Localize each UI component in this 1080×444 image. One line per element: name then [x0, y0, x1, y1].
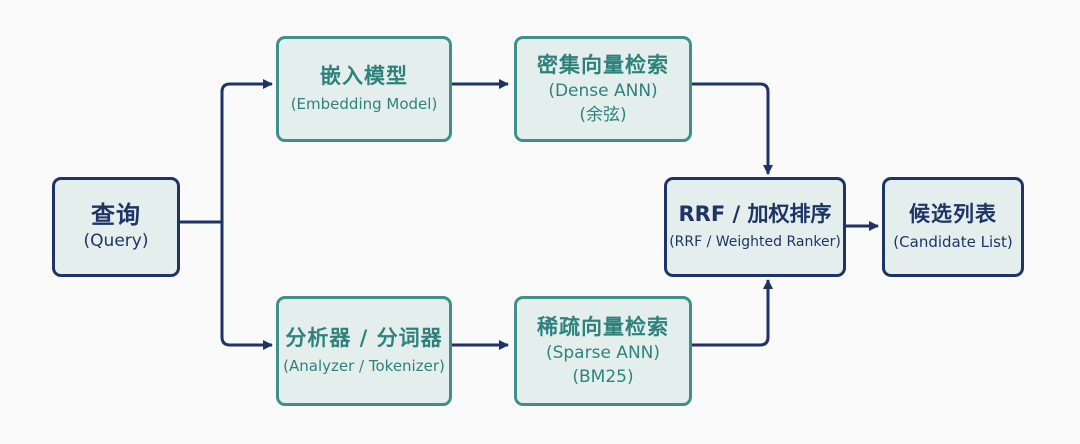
sparse-ann-title: 稀疏向量检索 — [537, 315, 669, 339]
rrf-ranker-subtitle: (RRF / Weighted Ranker) — [669, 234, 841, 250]
candidate-list-title: 候选列表 — [909, 202, 997, 226]
rrf-ranker-node: RRF / 加权排序 (RRF / Weighted Ranker) — [664, 177, 846, 277]
query-node: 查询 (Query) — [52, 177, 180, 277]
sparse-ann-metric: (BM25) — [572, 367, 634, 387]
rrf-ranker-title: RRF / 加权排序 — [678, 202, 832, 226]
query-subtitle: (Query) — [83, 231, 149, 251]
embedding-model-title: 嵌入模型 — [320, 64, 408, 88]
candidate-list-subtitle: (Candidate List) — [893, 233, 1013, 251]
dense-ann-metric: (余弦) — [579, 105, 627, 125]
analyzer-node: 分析器 / 分词器 (Analyzer / Tokenizer) — [276, 296, 452, 406]
arrow-sparse-to-rrf — [692, 279, 773, 347]
arrow-dense-to-rrf — [692, 82, 773, 175]
dense-ann-title: 密集向量检索 — [537, 53, 669, 77]
sparse-ann-node: 稀疏向量检索 (Sparse ANN) (BM25) — [514, 296, 692, 406]
analyzer-title: 分析器 / 分词器 — [285, 326, 443, 350]
sparse-ann-subtitle: (Sparse ANN) — [545, 343, 661, 363]
embedding-model-node: 嵌入模型 (Embedding Model) — [276, 36, 452, 142]
dense-ann-node: 密集向量检索 (Dense ANN) (余弦) — [514, 36, 692, 142]
query-title: 查询 — [91, 201, 141, 229]
arrow-query-to-embedding — [220, 79, 273, 222]
analyzer-subtitle: (Analyzer / Tokenizer) — [283, 357, 445, 375]
dense-ann-subtitle: (Dense ANN) — [548, 81, 658, 101]
arrow-query-to-analyzer — [220, 222, 273, 350]
embedding-model-subtitle: (Embedding Model) — [290, 95, 438, 113]
candidate-list-node: 候选列表 (Candidate List) — [882, 177, 1024, 277]
